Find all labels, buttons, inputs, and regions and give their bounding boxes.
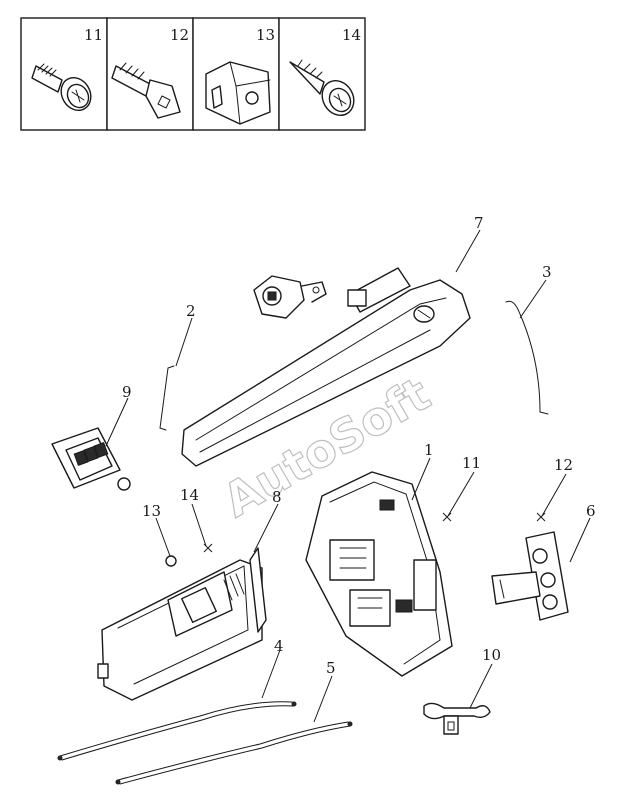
- callout-13: 13: [142, 502, 161, 520]
- outside-handle-part: [181, 267, 471, 467]
- callout-1: 1: [424, 441, 434, 459]
- callout-12: 12: [554, 456, 573, 474]
- clip-part-10: [423, 702, 491, 735]
- seal-part-2: [159, 365, 175, 431]
- legend-number-13: 13: [256, 26, 275, 44]
- callout-3: 3: [542, 263, 552, 281]
- screw-14-marker: [203, 543, 213, 553]
- fastener-legend-table: 11 12 13 14: [20, 17, 366, 131]
- legend-number-12: 12: [170, 26, 189, 44]
- callout-4: 4: [274, 637, 284, 655]
- callout-9: 9: [122, 383, 132, 401]
- legend-number-11: 11: [84, 26, 103, 44]
- clip-13-part: [165, 555, 177, 567]
- callout-5: 5: [326, 659, 336, 677]
- door-lock-part: [305, 471, 453, 677]
- callout-6: 6: [586, 502, 596, 520]
- flanged-bolt-icon: [31, 63, 92, 112]
- clip-nut-icon: [205, 61, 271, 125]
- lock-cylinder-part: [253, 275, 327, 319]
- seal-part-3: [505, 300, 549, 415]
- screw-11-marker: [442, 512, 452, 522]
- tapping-screw-icon: [289, 59, 355, 116]
- striker-part: [491, 531, 569, 621]
- cable-part-4: [57, 701, 297, 761]
- leader-lines: [105, 229, 591, 723]
- countersunk-screw-icon: [111, 62, 181, 119]
- legend-number-14: 14: [342, 26, 361, 44]
- callout-14: 14: [180, 486, 199, 504]
- callout-10: 10: [482, 646, 501, 664]
- callout-8: 8: [272, 488, 282, 506]
- callout-11: 11: [462, 454, 481, 472]
- callout-7: 7: [474, 214, 484, 232]
- cable-part-5: [115, 721, 353, 785]
- screw-12-marker: [536, 512, 546, 522]
- callout-2: 2: [186, 302, 196, 320]
- remote-key-part: [51, 427, 131, 491]
- inside-handle-part: [97, 547, 267, 701]
- callout-labels: 1 2 3 4 5 6 7 8 9 10 11 12 13 14: [122, 214, 596, 677]
